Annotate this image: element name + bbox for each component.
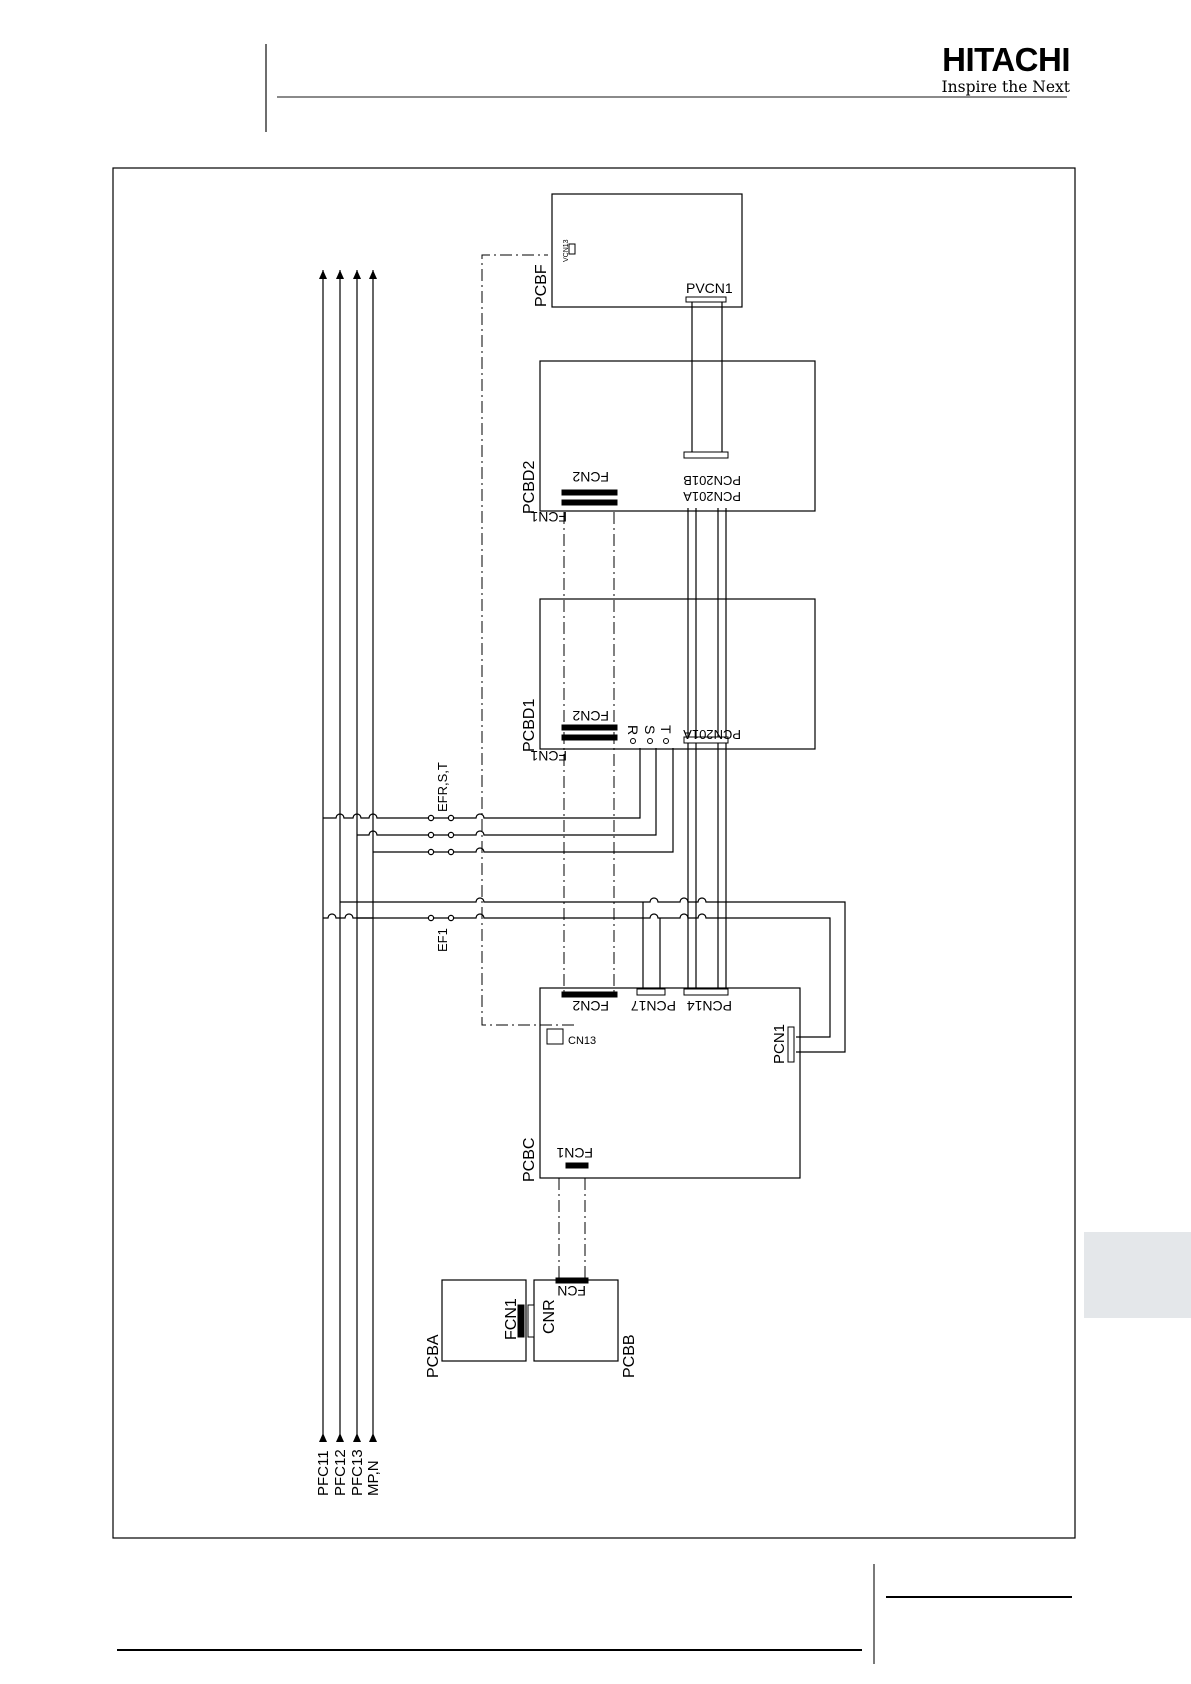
label-pcn14: PCN14 bbox=[687, 998, 732, 1014]
pcb-d2-board bbox=[540, 361, 815, 511]
label-cnr: CNR bbox=[541, 1299, 558, 1334]
label-pfc11: PFC11 bbox=[315, 1450, 332, 1496]
label-pcb-b: PCBB bbox=[621, 1334, 638, 1378]
label-fcn2-d2: FCN2 bbox=[572, 469, 609, 485]
label-pvcn1: PVCN1 bbox=[686, 280, 733, 296]
label-fcn2-d1: FCN2 bbox=[572, 708, 609, 724]
fcn-signal-links bbox=[482, 255, 614, 1280]
section-side-tab bbox=[1084, 1232, 1191, 1318]
label-vcn13: VCN13 bbox=[563, 239, 570, 262]
label-pcb-f: PCBF bbox=[533, 264, 550, 307]
label-pcn17: PCN17 bbox=[631, 998, 676, 1014]
footer-divider-vertical bbox=[873, 1564, 875, 1664]
power-lines bbox=[323, 270, 373, 1436]
label-pcn201a-d2: PCN201A bbox=[683, 489, 741, 504]
label-s: S bbox=[642, 725, 658, 734]
footer-rule-left bbox=[117, 1649, 862, 1651]
label-pcn201a-d1: PCN201A bbox=[683, 727, 741, 742]
label-fcn-b: FCN bbox=[557, 1283, 586, 1299]
label-ef1: EF1 bbox=[435, 928, 450, 952]
label-pfc12: PFC12 bbox=[332, 1449, 349, 1496]
diagram-frame bbox=[113, 168, 1075, 1538]
fuse-ef1 bbox=[427, 902, 455, 921]
pcn201-bus bbox=[688, 302, 726, 993]
power-line-bottom-arrows bbox=[319, 1433, 377, 1442]
label-pcb-c: PCBC bbox=[521, 1138, 538, 1182]
label-fcn1-c: FCN1 bbox=[556, 1145, 593, 1161]
label-t: T bbox=[658, 725, 674, 734]
label-fcn1-d1: FCN1 bbox=[530, 748, 567, 764]
label-pcb-d2: PCBD2 bbox=[521, 461, 538, 514]
label-pfc13: PFC13 bbox=[349, 1449, 366, 1496]
label-fcn2-c: FCN2 bbox=[572, 998, 609, 1014]
footer-rule-right bbox=[886, 1596, 1072, 1598]
label-cn13: CN13 bbox=[568, 1035, 596, 1047]
label-r: R bbox=[625, 725, 641, 735]
label-mp-n: MP,N bbox=[365, 1460, 382, 1496]
label-pcn1: PCN1 bbox=[771, 1024, 788, 1064]
label-fcn1-d2: FCN1 bbox=[530, 509, 567, 525]
label-pcn201b: PCN201B bbox=[683, 473, 741, 488]
label-fcn1-a: FCN1 bbox=[503, 1298, 520, 1340]
label-ef-rst: EFR,S,T bbox=[435, 762, 450, 812]
fuse-ef-rst bbox=[427, 815, 455, 854]
label-pcb-d1: PCBD1 bbox=[521, 699, 538, 752]
label-pcb-a: PCBA bbox=[425, 1334, 442, 1378]
